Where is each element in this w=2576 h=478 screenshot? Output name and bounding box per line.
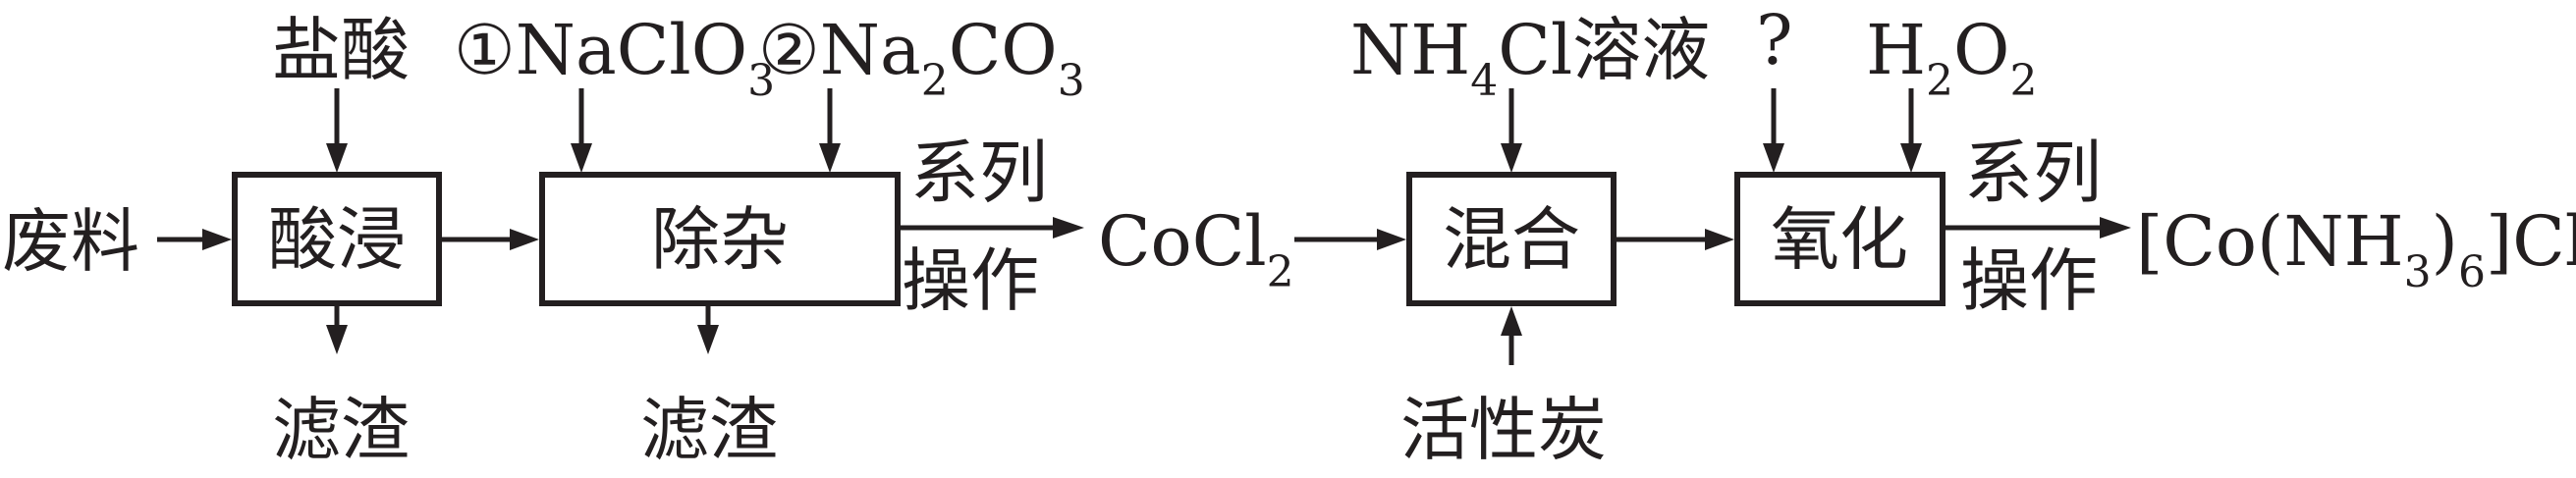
box-mixing-label: 混合: [1443, 199, 1580, 280]
box-mixing: 混合: [1406, 172, 1617, 306]
op2-label-bottom: 操作: [1960, 240, 2098, 321]
intermediate-cocl2: CoCl2: [1098, 201, 1294, 297]
arrow-mixing-to-oxidation: [1614, 229, 1734, 250]
box-impurity-removal: 除杂: [539, 172, 901, 306]
arrow-acid-into-acid-leach: [326, 88, 348, 173]
input-label-naclo3: ①NaClO3: [454, 10, 775, 106]
box-oxidation: 氧化: [1734, 172, 1946, 306]
arrow-activated-carbon-into-mixing: [1501, 306, 1522, 365]
box-impurity-removal-label: 除杂: [651, 199, 789, 280]
arrow-na2co3-into-impurity-removal: [819, 88, 841, 173]
arrow-unknown-into-oxidation: [1763, 88, 1784, 173]
box-oxidation-label: 氧化: [1771, 199, 1908, 280]
box-acid-leach: 酸浸: [232, 172, 442, 306]
input-label-nh4cl-solution: NH4Cl溶液: [1350, 10, 1710, 106]
arrow-impurity-removal-to-residue-2: [697, 303, 719, 354]
arrow-oxidation-to-product: [1943, 217, 2131, 239]
arrow-waste-to-acid-leach: [157, 229, 232, 250]
product-label: [Co(NH3)6]Cl3: [2136, 201, 2576, 297]
input-label-h2o2: H2O2: [1866, 10, 2037, 106]
arrow-impurity-removal-to-cocl2: [898, 217, 1084, 239]
input-label-activated-carbon: 活性炭: [1400, 390, 1607, 470]
op1-label-top: 系列: [910, 133, 1048, 213]
output-label-residue-1: 滤渣: [272, 390, 410, 470]
op1-label-bottom: 操作: [902, 240, 1039, 321]
input-label-hydrochloric-acid: 盐酸: [272, 10, 410, 90]
arrow-naclo3-into-impurity-removal: [571, 88, 592, 173]
input-label-unknown-reagent: ?: [1756, 0, 1793, 80]
box-acid-leach-label: 酸浸: [268, 199, 406, 280]
output-label-residue-2: 滤渣: [640, 390, 778, 470]
arrow-h2o2-into-oxidation: [1900, 88, 1922, 173]
arrow-nh4cl-into-mixing: [1501, 88, 1522, 173]
input-label-na2co3: ②Na2CO3: [758, 10, 1085, 106]
start-label-waste: 废料: [2, 201, 139, 282]
arrow-acid-leach-to-impurity-removal: [439, 229, 539, 250]
op2-label-top: 系列: [1964, 133, 2102, 213]
arrow-cocl2-to-mixing: [1294, 229, 1406, 250]
arrow-acid-leach-to-residue-1: [326, 303, 348, 354]
